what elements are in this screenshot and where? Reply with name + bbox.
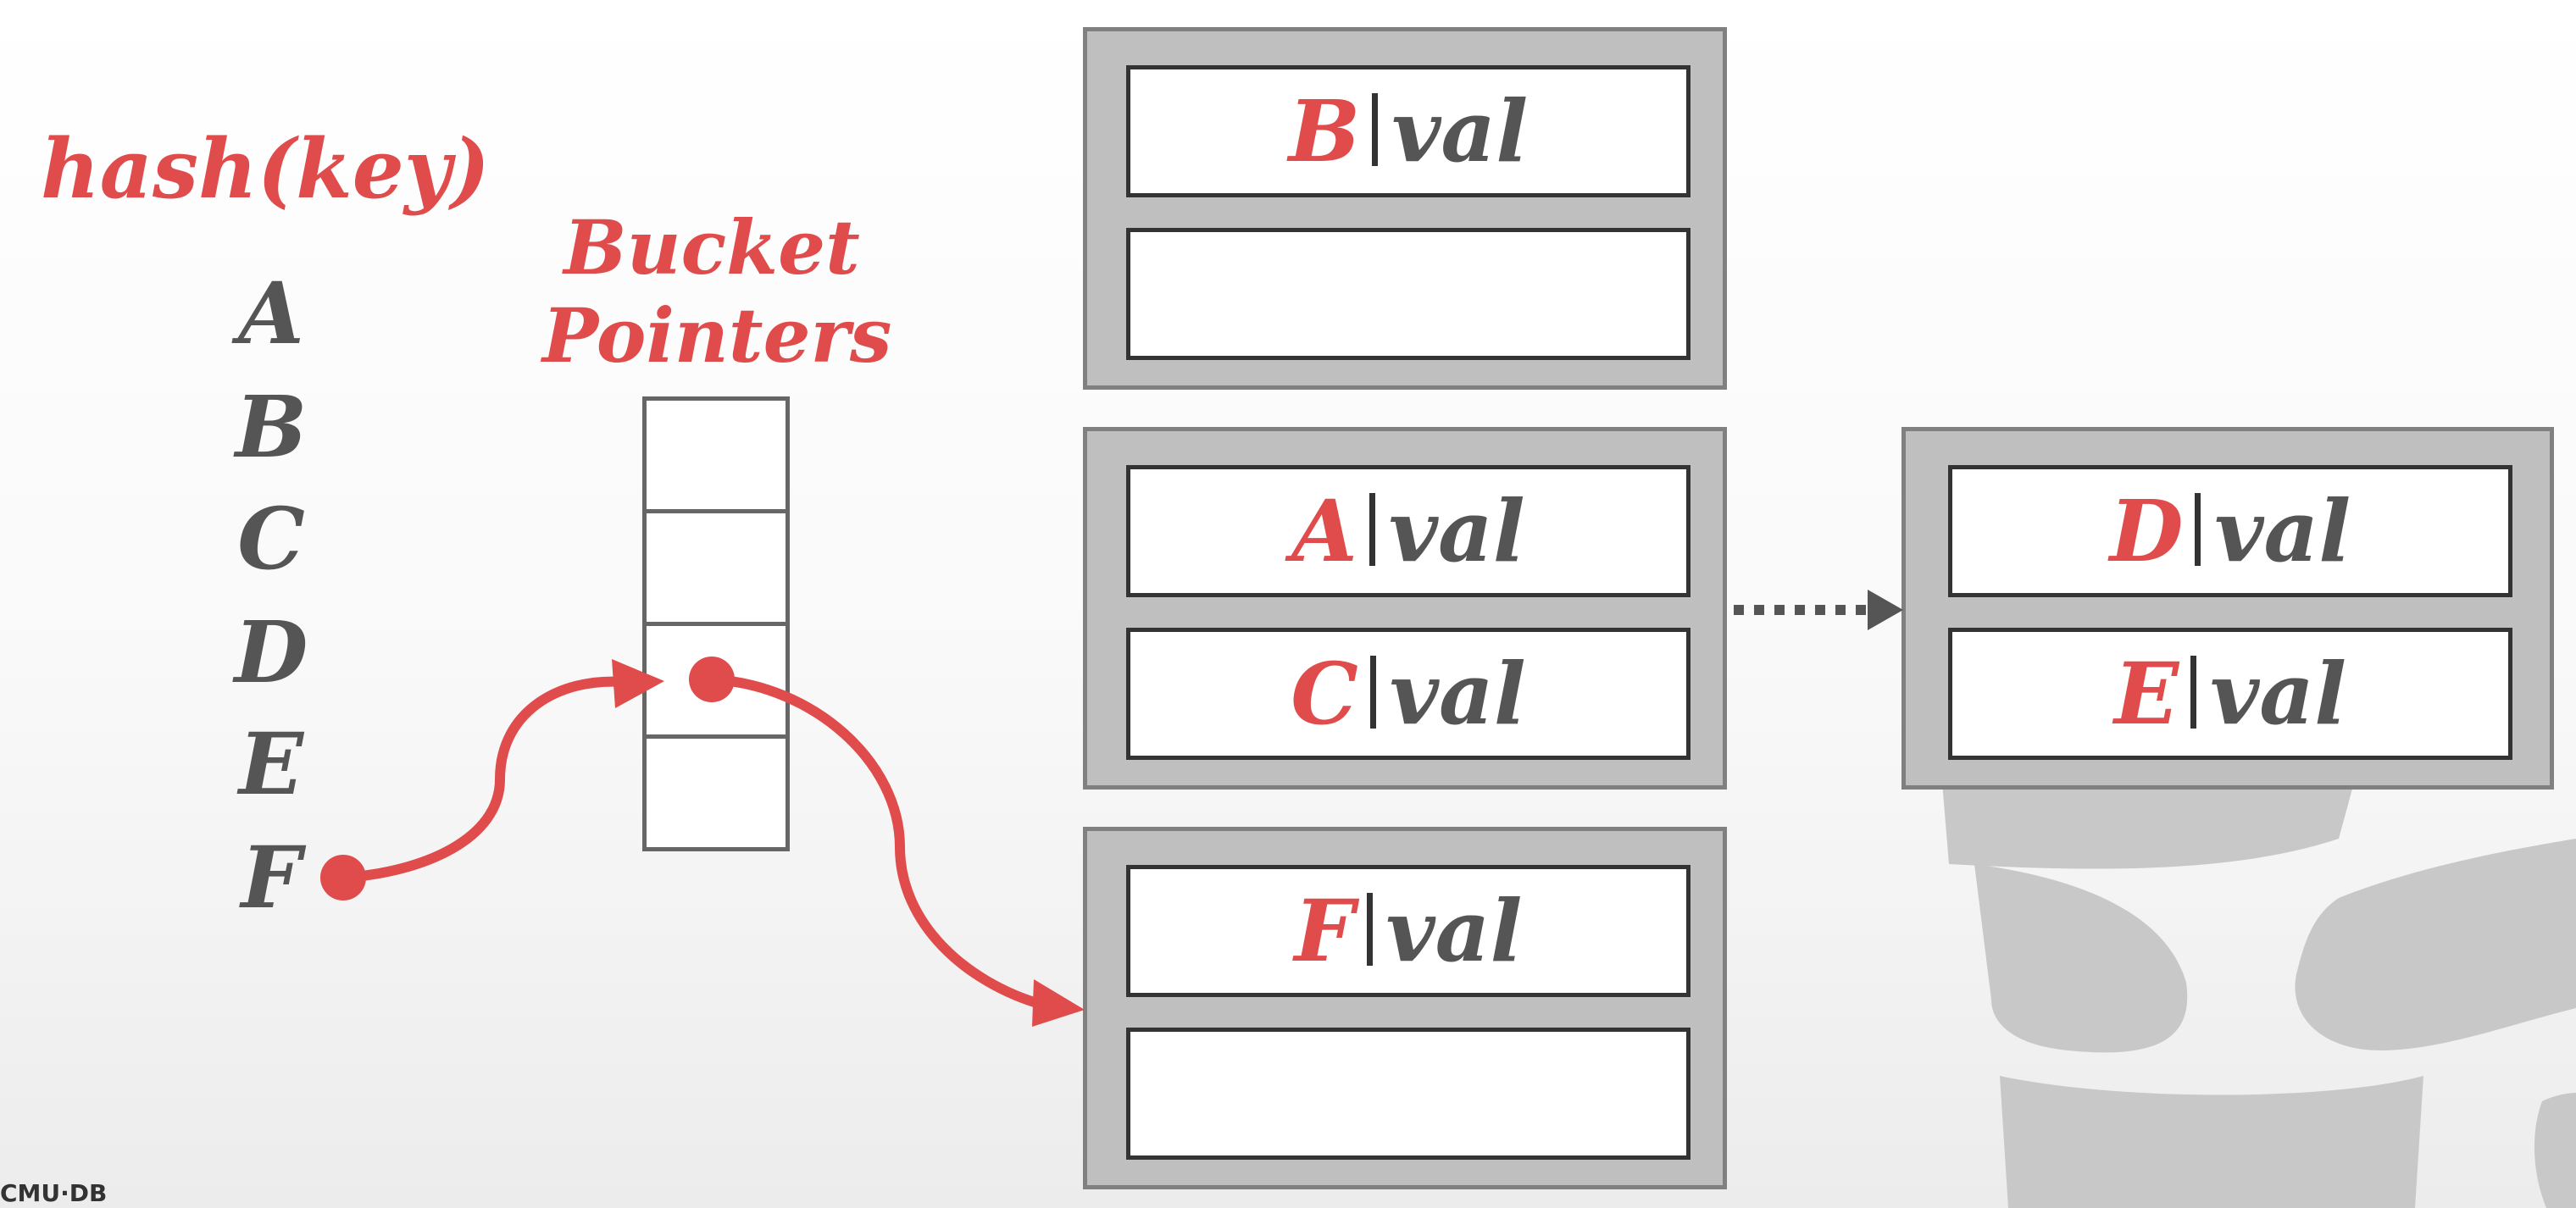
footer-logo: CMU·DB xyxy=(0,1179,108,1207)
key-label-a: A xyxy=(238,263,304,363)
bucket-slot-empty xyxy=(1126,1028,1690,1160)
slot-value: val xyxy=(1385,881,1523,981)
key-label-c: C xyxy=(237,489,305,589)
slot-key: E xyxy=(2113,644,2179,744)
bucket-pointers-label: Bucket Pointers xyxy=(542,203,892,380)
pointer-slot xyxy=(642,734,790,851)
key-label-d: D xyxy=(234,602,308,702)
pointer-slot xyxy=(642,622,790,739)
key-value-separator xyxy=(1368,493,1375,566)
key-label-f: F xyxy=(241,828,302,928)
slot-key: C xyxy=(1291,644,1358,744)
key-value-separator xyxy=(1366,893,1373,966)
pointer-slot xyxy=(642,509,790,626)
slot-key: D xyxy=(2109,481,2184,581)
slot-value: val xyxy=(1391,81,1529,181)
slot-key: B xyxy=(1288,81,1361,181)
slot-value: val xyxy=(2214,481,2351,581)
key-value-separator xyxy=(1369,656,1376,729)
bucket-pointer-array xyxy=(642,396,790,851)
key-label-b: B xyxy=(235,377,308,477)
key-value-separator xyxy=(2190,656,2197,729)
bucket-slot-empty xyxy=(1126,228,1690,360)
key-value-separator xyxy=(2195,493,2201,566)
slot-key: F xyxy=(1294,881,1355,981)
key-label-e: E xyxy=(238,714,304,814)
bucket-pointers-label-line-2: Pointers xyxy=(542,291,892,380)
slot-key: A xyxy=(1291,481,1357,581)
bucket-pointers-label-line-1: Bucket xyxy=(564,203,860,291)
slot-value: val xyxy=(2210,644,2347,744)
key-value-separator xyxy=(1372,93,1379,166)
hash-function-label: hash(key) xyxy=(41,121,491,217)
slot-value: val xyxy=(1389,644,1526,744)
pointer-slot xyxy=(642,396,790,513)
slot-value: val xyxy=(1388,481,1525,581)
